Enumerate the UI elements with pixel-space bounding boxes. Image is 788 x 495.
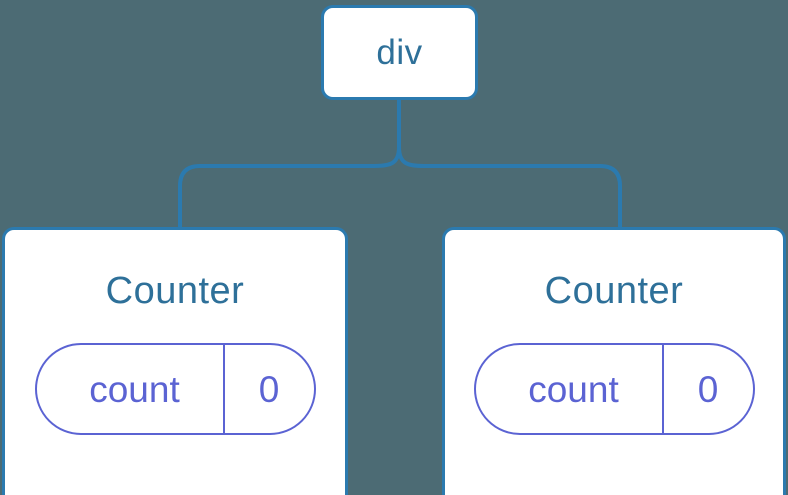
state-value-label: 0 bbox=[222, 345, 314, 433]
node-div[interactable]: div bbox=[321, 5, 478, 100]
edge-to-counter-right bbox=[397, 146, 622, 229]
state-pill-count-left[interactable]: count 0 bbox=[34, 343, 316, 435]
node-counter-left[interactable]: Counter count 0 bbox=[2, 227, 348, 495]
node-counter-right[interactable]: Counter count 0 bbox=[442, 227, 786, 495]
edge-to-counter-left bbox=[178, 146, 401, 229]
state-value-label: 0 bbox=[661, 345, 753, 433]
state-key-label: count bbox=[89, 368, 180, 410]
node-div-label: div bbox=[376, 33, 423, 72]
node-counter-left-title: Counter bbox=[105, 270, 245, 312]
node-counter-right-title: Counter bbox=[544, 270, 684, 312]
state-key-label: count bbox=[528, 368, 619, 410]
state-pill-count-right[interactable]: count 0 bbox=[473, 343, 755, 435]
